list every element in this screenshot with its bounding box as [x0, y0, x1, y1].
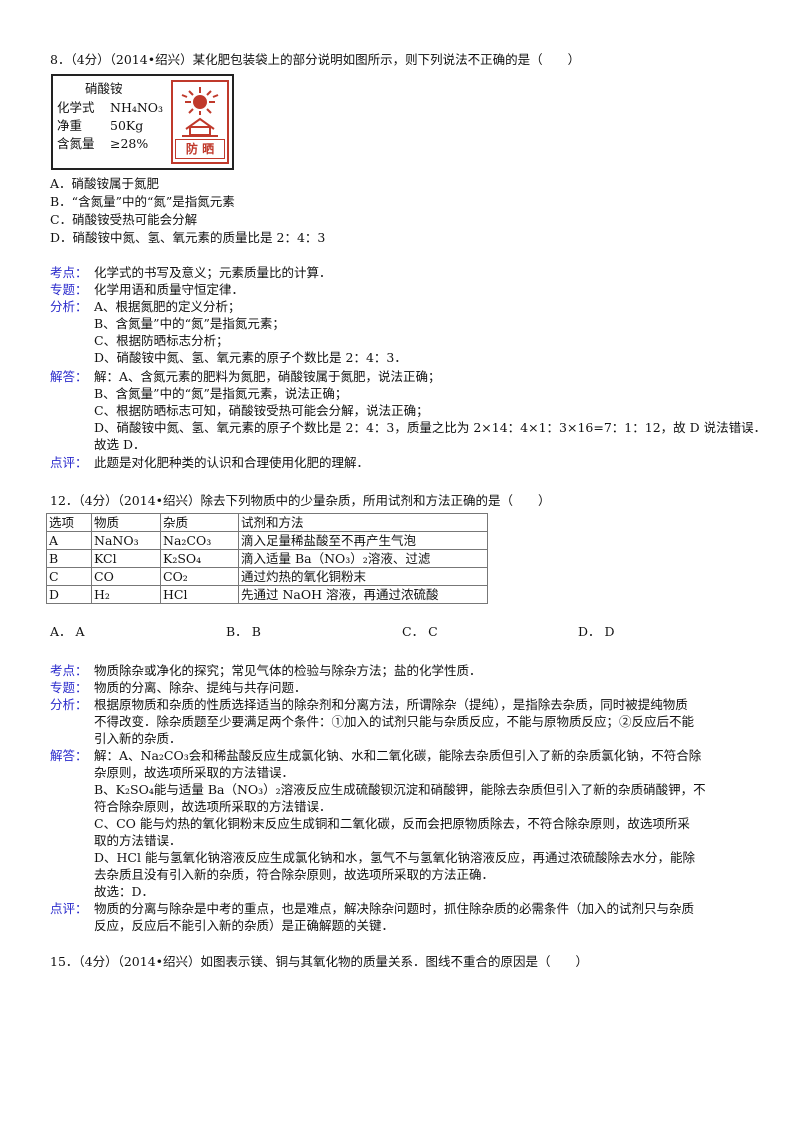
q8-kaodian: 化学式的书写及意义；元素质量比的计算． [94, 265, 332, 280]
choice-key: A． [50, 624, 72, 639]
q12-stem: 12．（4分）（2014•绍兴）除去下列物质中的少量杂质，所用试剂和方法正确的是… [50, 493, 551, 508]
choice-value: A [75, 624, 85, 639]
q8-kaodian-label: 考点： [50, 265, 88, 280]
q8-fenxi-line: A、根据氮肥的定义分析； [94, 299, 241, 314]
q8-jieda-line: 故选 D． [94, 437, 146, 452]
formula-value: NH₄NO₃ [110, 100, 164, 115]
q12-dianping-line: 物质的分离与除杂是中考的重点，也是难点，解决除杂问题时，抓住除杂质的必需条件（加… [94, 901, 695, 916]
q15-stem: 15．（4分）（2014•绍兴）如图表示镁、铜与其氧化物的质量关系．图线不重合的… [50, 954, 589, 969]
fertilizer-label: 硝酸铵 化学式 NH₄NO₃ 净重 50Kg 含氮量 ≥28% [51, 74, 234, 170]
q8-jieda-label: 解答： [50, 369, 88, 384]
sun-icon [181, 87, 219, 137]
q8-dianping: 此题是对化肥种类的认识和合理使用化肥的理解． [94, 455, 370, 470]
q12-jieda-line: 杂原则，故选项所采取的方法错误． [94, 765, 295, 780]
q12-kaodian-label: 考点： [50, 663, 88, 678]
choice-value: D [604, 624, 615, 639]
table-header-cell: 试剂和方法 [238, 513, 488, 532]
table-cell: 通过灼热的氧化铜粉末 [238, 567, 488, 586]
q12-choice-d: D．D [578, 624, 615, 640]
q8-option-c: C．硝酸铵受热可能会分解 [50, 212, 198, 227]
q12-dianping-label: 点评： [50, 901, 88, 916]
table-cell: KCl [91, 549, 161, 568]
table-cell: B [46, 549, 92, 568]
q12-fenxi-line: 引入新的杂质． [94, 731, 182, 746]
q12-jieda-label: 解答： [50, 748, 88, 763]
q8-option-d: D．硝酸铵中氮、氢、氧元素的质量比是 2：4：3 [50, 230, 326, 245]
table-cell: NaNO₃ [91, 531, 161, 550]
table-header-cell: 杂质 [160, 513, 239, 532]
table-cell: Na₂CO₃ [160, 531, 239, 550]
choice-key: C． [402, 624, 425, 639]
choice-key: D． [578, 624, 601, 639]
weight-value: 50Kg [110, 118, 144, 133]
table-cell: H₂ [91, 585, 161, 604]
q8-dianping-label: 点评： [50, 455, 88, 470]
weight-label: 净重 [57, 118, 83, 133]
q8-zhuanti-label: 专题： [50, 282, 88, 297]
q8-jieda-line: B、含氮量”中的“氮”是指氮元素，说法正确； [94, 386, 348, 401]
q12-fenxi-line: 不得改变．除杂质题至少要满足两个条件：①加入的试剂只能与杂质反应，不能与原物质反… [94, 714, 695, 729]
q12-jieda-line: D、HCl 能与氢氧化钠溶液反应生成氯化钠和水，氢气不与氢氧化钠溶液反应，再通过… [94, 850, 695, 865]
fertilizer-name: 硝酸铵 [85, 81, 123, 96]
q8-stem: 8．（4分）（2014•绍兴）某化肥包装袋上的部分说明如图所示，则下列说法不正确… [50, 52, 581, 67]
table-cell: 先通过 NaOH 溶液，再通过浓硫酸 [238, 585, 488, 604]
q12-dianping-line: 反应，反应后不能引入新的杂质）是正确解题的关键． [94, 918, 395, 933]
table-row: D H₂ HCl 先通过 NaOH 溶液，再通过浓硫酸 [46, 585, 488, 604]
table-cell: HCl [160, 585, 239, 604]
q12-jieda-line: B、K₂SO₄能与适量 Ba（NO₃）₂溶液反应生成硫酸钡沉淀和硝酸钾，能除去杂… [94, 782, 706, 797]
q12-zhuanti: 物质的分离、除杂、提纯与共存问题． [94, 680, 307, 695]
table-cell: C [46, 567, 92, 586]
q12-table: 选项 物质 杂质 试剂和方法 A NaNO₃ Na₂CO₃ 滴入足量稀盐酸至不再… [46, 513, 488, 604]
table-header-row: 选项 物质 杂质 试剂和方法 [46, 513, 488, 532]
table-cell: 滴入适量 Ba（NO₃）₂溶液、过滤 [238, 549, 488, 568]
table-header-cell: 选项 [46, 513, 92, 532]
q8-jieda-line: C、根据防晒标志可知，硝酸铵受热可能会分解，说法正确； [94, 403, 429, 418]
choice-value: C [428, 624, 438, 639]
q12-choice-c: C．C [402, 624, 438, 640]
table-cell: A [46, 531, 92, 550]
q12-choice-a: A．A [50, 624, 85, 640]
q8-jieda-line: 解：A、含氮元素的肥料为氮肥，硝酸铵属于氮肥，说法正确； [94, 369, 441, 384]
nitrogen-label: 含氮量 [57, 136, 95, 151]
sun-protection-sign: 防 晒 [171, 80, 229, 164]
q12-choice-b: B．B [226, 624, 261, 640]
q8-option-b: B．“含氮量”中的“氮”是指氮元素 [50, 194, 235, 209]
q12-kaodian: 物质除杂或净化的探究；常见气体的检验与除杂方法；盐的化学性质． [94, 663, 482, 678]
formula-label: 化学式 [57, 100, 95, 115]
q8-fenxi-label: 分析： [50, 299, 88, 314]
q12-zhuanti-label: 专题： [50, 680, 88, 695]
q8-jieda-line: D、硝酸铵中氮、氢、氧元素的原子个数比是 2：4：3，质量之比为 2×14：4×… [94, 420, 767, 435]
q8-fenxi-line: B、含氮量”中的“氮”是指氮元素； [94, 316, 285, 331]
q12-jieda-line: 故选：D． [94, 884, 155, 899]
table-row: C CO CO₂ 通过灼热的氧化铜粉末 [46, 567, 488, 586]
sun-protection-text: 防 晒 [175, 139, 225, 159]
q12-jieda-line: 符合除杂原则，故选项所采取的方法错误． [94, 799, 332, 814]
table-header-cell: 物质 [91, 513, 161, 532]
q12-jieda-line: 解：A、Na₂CO₃会和稀盐酸反应生成氯化钠、水和二氧化碳，能除去杂质但引入了新… [94, 748, 702, 763]
table-cell: K₂SO₄ [160, 549, 239, 568]
choice-value: B [251, 624, 261, 639]
table-row: B KCl K₂SO₄ 滴入适量 Ba（NO₃）₂溶液、过滤 [46, 549, 488, 568]
q8-fenxi-line: C、根据防晒标志分析； [94, 333, 229, 348]
q12-jieda-line: 取的方法错误． [94, 833, 182, 848]
q12-fenxi-label: 分析： [50, 697, 88, 712]
q8-option-a: A．硝酸铵属于氮肥 [50, 176, 160, 191]
q8-fenxi-line: D、硝酸铵中氮、氢、氧元素的原子个数比是 2：4：3． [94, 350, 407, 365]
table-row: A NaNO₃ Na₂CO₃ 滴入足量稀盐酸至不再产生气泡 [46, 531, 488, 550]
table-cell: CO₂ [160, 567, 239, 586]
table-cell: D [46, 585, 92, 604]
choice-key: B． [226, 624, 248, 639]
q12-jieda-line: 去杂质且没有引入新的杂质，符合除杂原则，故选项所采取的方法正确． [94, 867, 495, 882]
table-cell: CO [91, 567, 161, 586]
q12-fenxi-line: 根据原物质和杂质的性质选择适当的除杂剂和分离方法，所谓除杂（提纯），是指除去杂质… [94, 697, 688, 712]
nitrogen-value: ≥28% [110, 136, 149, 151]
q12-jieda-line: C、CO 能与灼热的氧化铜粉末反应生成铜和二氧化碳，反而会把原物质除去，不符合除… [94, 816, 690, 831]
table-cell: 滴入足量稀盐酸至不再产生气泡 [238, 531, 488, 550]
q8-zhuanti: 化学用语和质量守恒定律． [94, 282, 245, 297]
